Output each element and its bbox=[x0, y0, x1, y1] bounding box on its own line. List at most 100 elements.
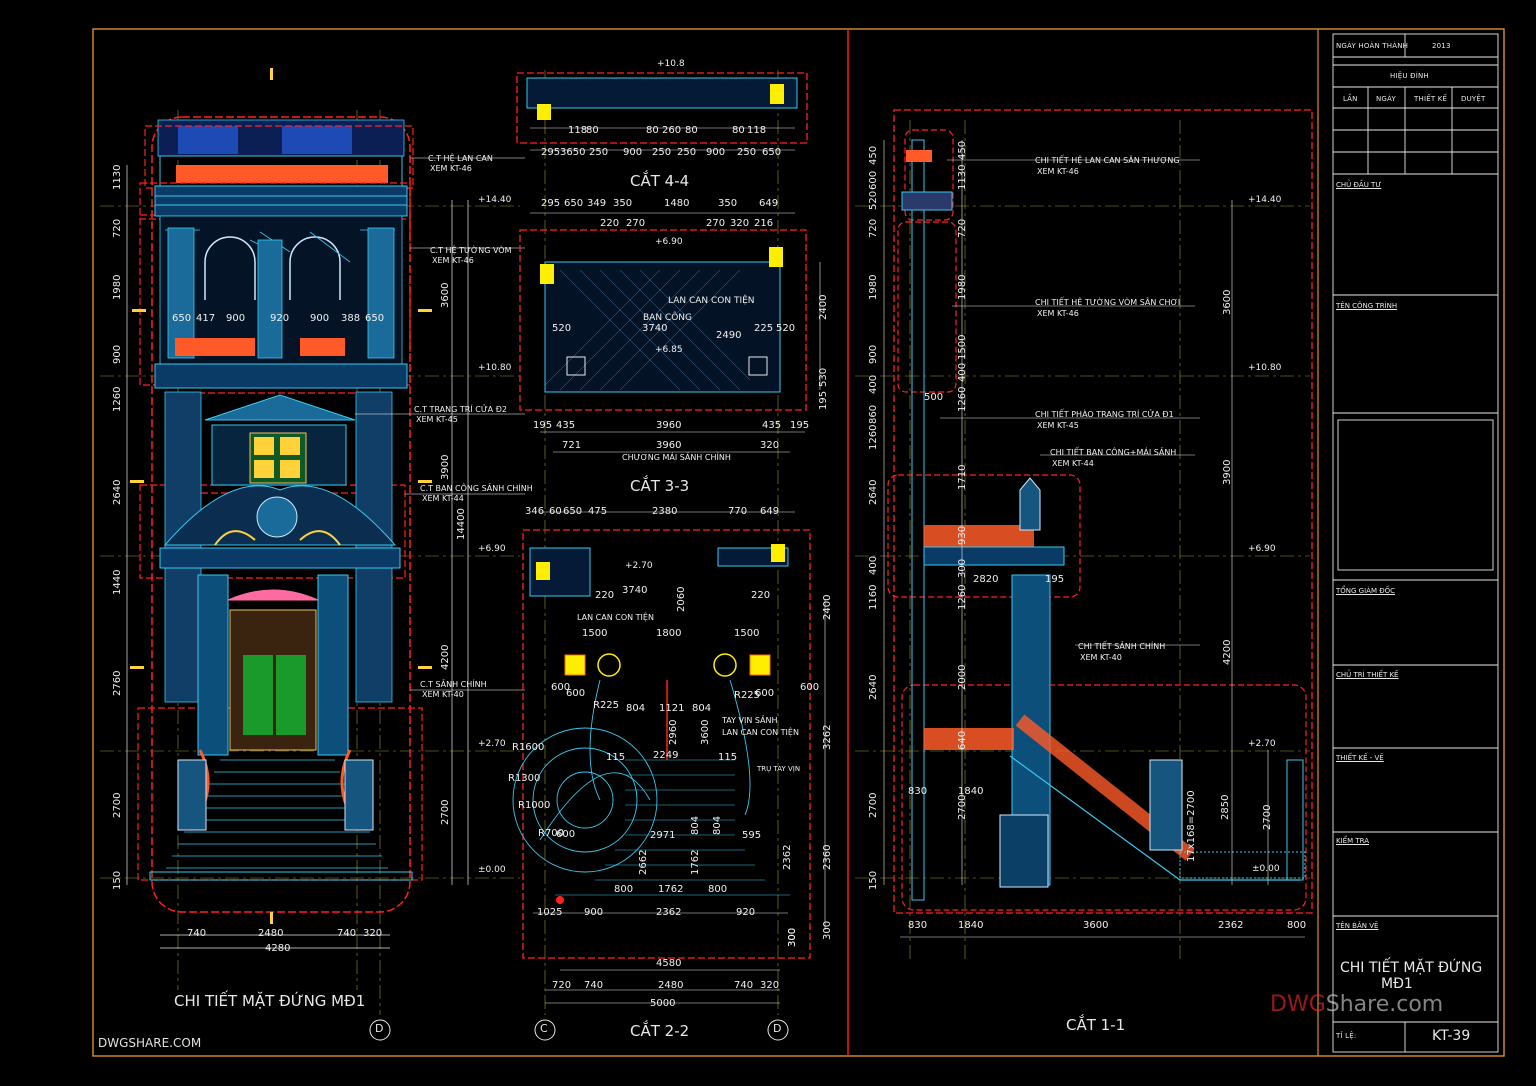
dimension: 3900 bbox=[440, 454, 451, 480]
dimension: 295 bbox=[541, 198, 561, 209]
dimension: 2662 bbox=[638, 849, 649, 875]
level-tag: +6.90 bbox=[655, 237, 683, 247]
dimension: 650 bbox=[563, 506, 583, 517]
dimension: 1160 bbox=[868, 584, 879, 610]
dimension: 195 bbox=[1045, 574, 1065, 585]
dimension: 1025 bbox=[537, 907, 563, 918]
level-tag: +10.8 bbox=[657, 59, 685, 69]
dimension: 2490 bbox=[716, 330, 742, 341]
dimension: 2380 bbox=[652, 506, 678, 517]
chief-designer-label: CHỦ TRÌ THIẾT KẾ bbox=[1336, 671, 1399, 679]
dimension: 2400 bbox=[822, 594, 833, 620]
dimension: 720 bbox=[868, 218, 879, 238]
dimension: 650 bbox=[365, 313, 385, 324]
dimension: 650 bbox=[172, 313, 192, 324]
dimension: 320 bbox=[363, 928, 383, 939]
grid-bubble-d-right: D bbox=[773, 1022, 782, 1035]
section-33-title: CẮT 3-3 bbox=[630, 477, 690, 495]
dimension: 220 bbox=[595, 590, 615, 601]
dimension: 500 bbox=[924, 392, 944, 403]
dimension: 3600 bbox=[1222, 289, 1233, 315]
dimension: 1500 bbox=[957, 334, 968, 360]
dimension: 900 bbox=[226, 313, 246, 324]
dimension: 1260 bbox=[957, 584, 968, 610]
dimension: 1260 bbox=[957, 386, 968, 412]
dimension: 3600 bbox=[1083, 920, 1109, 931]
dwgshare-small-logo: DWGSHARE.COM bbox=[98, 1036, 202, 1050]
dimension: 14400 bbox=[456, 508, 467, 540]
detail-note: CHI TIẾT BAN CÔNG+MÁI SẢNH bbox=[1050, 448, 1177, 457]
level-tag: +10.80 bbox=[478, 363, 512, 373]
dimension: R225 bbox=[593, 700, 620, 711]
drawing-name-label: TÊN BẢN VẼ bbox=[1336, 922, 1379, 930]
dimension: 3600 bbox=[700, 719, 711, 745]
balcony-label: BAN CÔNG bbox=[643, 313, 692, 323]
dimension: 900 bbox=[868, 344, 879, 364]
dimension: 4200 bbox=[1222, 639, 1233, 665]
general-director-label: TỔNG GIÁM ĐỐC bbox=[1336, 587, 1396, 595]
detail-note-ref: XEM KT-44 bbox=[422, 494, 464, 503]
dimension: 3262 bbox=[822, 724, 833, 750]
dimension: 388 bbox=[341, 313, 361, 324]
dimension: 800 bbox=[708, 884, 728, 895]
dimension: 1980 bbox=[112, 274, 123, 300]
watermark-dwg: DWG bbox=[1270, 992, 1326, 1017]
level-tag: +2.70 bbox=[625, 561, 653, 571]
detail-note-ref: XEM KT-44 bbox=[1052, 459, 1094, 468]
dimension: 300 bbox=[957, 558, 968, 578]
elevation-title: CHI TIẾT MẶT ĐỨNG MĐ1 bbox=[174, 992, 366, 1010]
level-tag: +2.70 bbox=[1248, 739, 1276, 749]
dimension: 1260 bbox=[868, 424, 879, 450]
designer-label: THIẾT KẾ - VẼ bbox=[1336, 754, 1384, 762]
dimension: 400 bbox=[868, 374, 879, 394]
dimension: 2480 bbox=[658, 980, 684, 991]
level-tag: +10.80 bbox=[1248, 363, 1282, 373]
dimension: 3960 bbox=[656, 440, 682, 451]
dimension: 2249 bbox=[653, 750, 679, 761]
dimension: 600 bbox=[556, 829, 576, 840]
dimension: 920 bbox=[736, 907, 756, 918]
dimension: 80 bbox=[685, 125, 698, 136]
dimension: 1710 bbox=[957, 464, 968, 490]
dimension: 3650 bbox=[560, 147, 586, 158]
dimension: 2640 bbox=[868, 479, 879, 505]
dimension: 80 bbox=[732, 125, 745, 136]
level-tag: +6.90 bbox=[478, 544, 506, 554]
level-tag: +2.70 bbox=[478, 739, 506, 749]
handrail-post-label: TRỤ TAY VỊN bbox=[757, 765, 801, 773]
dimension: 649 bbox=[759, 198, 779, 209]
dimension: 5000 bbox=[650, 998, 676, 1009]
dimension: 600 bbox=[566, 688, 586, 699]
project-name-label: TÊN CÔNG TRÌNH bbox=[1336, 302, 1398, 310]
dimension: 118 bbox=[568, 125, 588, 136]
dimension: 1130 bbox=[112, 164, 123, 190]
section-44-title: CẮT 4-4 bbox=[630, 172, 690, 190]
rev-col-ngay: NGÀY bbox=[1376, 95, 1396, 103]
dimension: 740 bbox=[734, 980, 754, 991]
dimension: 250 bbox=[677, 147, 697, 158]
drawing-name-line2: MĐ1 bbox=[1381, 976, 1413, 992]
dimension: 830 bbox=[908, 920, 928, 931]
railing-label: LAN CAN CON TIỆN bbox=[577, 613, 654, 622]
dimension: 250 bbox=[589, 147, 609, 158]
dimension: 520 bbox=[776, 323, 796, 334]
dimension: 300 bbox=[787, 927, 798, 947]
dimension: 450 bbox=[957, 140, 968, 160]
dimension: 115 bbox=[606, 752, 626, 763]
dimension: 350 bbox=[613, 198, 633, 209]
section-11-title: CẮT 1-1 bbox=[1066, 1016, 1126, 1034]
dimension: 804 bbox=[712, 815, 723, 835]
dimension: 4580 bbox=[656, 958, 682, 969]
dimension: 650 bbox=[762, 147, 782, 158]
dimension: 195 bbox=[818, 390, 829, 410]
dimension: 1840 bbox=[958, 786, 984, 797]
dimension: 920 bbox=[270, 313, 290, 324]
dimension: 80 bbox=[586, 125, 599, 136]
dimension: 1480 bbox=[664, 198, 690, 209]
grid-bubbles bbox=[369, 1019, 789, 1041]
dimension: 270 bbox=[706, 218, 726, 229]
drawing-name-line1: CHI TIẾT MẶT ĐỨNG bbox=[1340, 960, 1483, 976]
detail-note-ref: XEM KT-45 bbox=[1037, 421, 1079, 430]
detail-note-ref: XEM KT-40 bbox=[422, 690, 464, 699]
